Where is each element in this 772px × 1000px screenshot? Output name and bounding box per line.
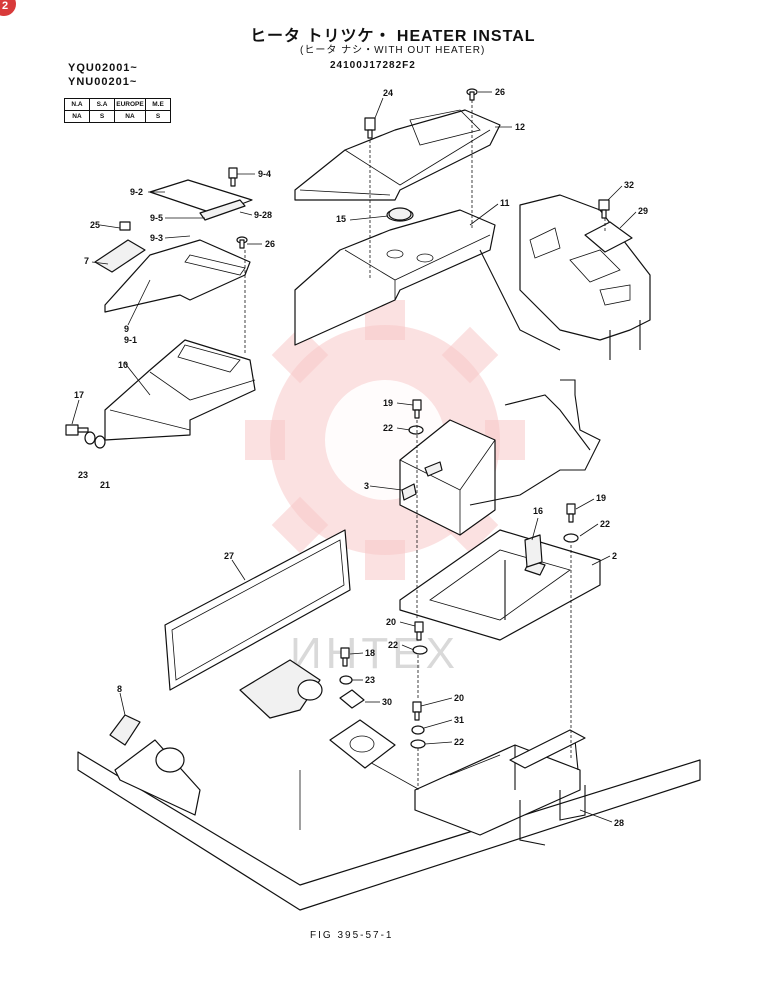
washer-22-bottom-icon bbox=[410, 739, 426, 749]
callout-20-top: 20 bbox=[386, 617, 396, 627]
callout-9: 9 bbox=[124, 324, 129, 334]
bolt-20-bottom-icon bbox=[412, 701, 422, 721]
callout-9-1: 9-1 bbox=[124, 335, 137, 345]
bolt-9-4-icon bbox=[228, 167, 238, 187]
serial-range-2: YNU00201~ bbox=[68, 76, 138, 88]
region-header-me: M.E bbox=[145, 98, 171, 111]
part-2-bracket bbox=[399, 529, 601, 641]
bolt-19-right-icon bbox=[566, 503, 576, 523]
bolt-24-icon bbox=[364, 117, 376, 139]
callout-9-2: 9-2 bbox=[130, 187, 143, 197]
callout-24: 24 bbox=[383, 88, 393, 98]
serial-range-1: YQU02001~ bbox=[68, 62, 138, 74]
washer-22-right-icon bbox=[563, 533, 579, 543]
part-9-duct bbox=[94, 239, 251, 313]
bolt-25-icon bbox=[119, 221, 131, 231]
callout-30: 30 bbox=[382, 697, 392, 707]
callout-26-left: 26 bbox=[265, 239, 275, 249]
heater-duct-pipe bbox=[469, 379, 601, 506]
callout-3: 3 bbox=[364, 481, 369, 491]
callout-7: 7 bbox=[84, 256, 89, 266]
page-subtitle: (ヒータ ナシ・WITH OUT HEATER) bbox=[300, 45, 486, 56]
part-9-2-lid bbox=[149, 179, 253, 221]
callout-9-4: 9-4 bbox=[258, 169, 271, 179]
leader-lines bbox=[71, 91, 637, 823]
part-number: 24100J17282F2 bbox=[330, 60, 416, 71]
washer-23-icon bbox=[84, 431, 96, 445]
callout-2: 2 bbox=[612, 551, 617, 561]
bolt-26-top-icon bbox=[466, 88, 478, 101]
floor-duct bbox=[239, 659, 323, 719]
callout-22-right: 22 bbox=[600, 519, 610, 529]
callout-28: 28 bbox=[614, 818, 624, 828]
callout-9-28: 9-28 bbox=[254, 210, 272, 220]
bolt-18-icon bbox=[340, 647, 350, 667]
callout-23-left: 23 bbox=[78, 470, 88, 480]
callout-25: 25 bbox=[90, 220, 100, 230]
alignment-lines bbox=[244, 100, 606, 790]
region-code-table: N.A S.A EUROPE M.E NA S NA S bbox=[64, 98, 171, 123]
grommet-15-icon bbox=[388, 207, 412, 221]
callout-9-5: 9-5 bbox=[150, 213, 163, 223]
callout-12: 12 bbox=[515, 122, 525, 132]
callout-29: 29 bbox=[638, 206, 648, 216]
callout-23-mid: 23 bbox=[365, 675, 375, 685]
part-28-bracket bbox=[414, 729, 586, 846]
floor-plate bbox=[77, 739, 701, 911]
bolt-17-icon bbox=[65, 424, 89, 436]
component-16-icon bbox=[524, 534, 543, 568]
bolt-26-left-icon bbox=[236, 236, 248, 249]
callout-9-3: 9-3 bbox=[150, 233, 163, 243]
figure-number: FIG 395-57-1 bbox=[310, 930, 394, 941]
bolt-20-top-icon bbox=[414, 621, 424, 641]
callout-20-bottom: 20 bbox=[454, 693, 464, 703]
callout-26-top: 26 bbox=[495, 87, 505, 97]
part-8-vent bbox=[109, 714, 201, 816]
region-value-me: S bbox=[145, 110, 171, 123]
callout-27: 27 bbox=[224, 551, 234, 561]
part-12-duct bbox=[294, 109, 501, 201]
part-3-heater-box bbox=[399, 419, 496, 536]
bolt-32-icon bbox=[598, 199, 610, 219]
callout-15: 15 bbox=[336, 214, 346, 224]
fasteners bbox=[65, 88, 610, 749]
watermark-text: ИНТЕХ bbox=[290, 629, 459, 678]
callout-19-right: 19 bbox=[596, 493, 606, 503]
washer-23-mid-icon bbox=[339, 675, 353, 685]
part-30-plate bbox=[329, 689, 396, 769]
callout-31: 31 bbox=[454, 715, 464, 725]
page-badge: 2 bbox=[0, 0, 16, 16]
washer-31-icon bbox=[411, 725, 425, 735]
callout-8: 8 bbox=[117, 684, 122, 694]
callout-22-mid: 22 bbox=[388, 640, 398, 650]
callout-32: 32 bbox=[624, 180, 634, 190]
washer-22-top-icon bbox=[408, 425, 424, 435]
callout-17: 17 bbox=[74, 390, 84, 400]
callout-19-top: 19 bbox=[383, 398, 393, 408]
right-console bbox=[479, 194, 651, 360]
callout-10: 10 bbox=[118, 360, 128, 370]
page-title: ヒータ トリツケ・ HEATER INSTAL bbox=[250, 28, 536, 45]
callout-22-top: 22 bbox=[383, 423, 393, 433]
part-27-panel bbox=[164, 529, 351, 691]
callout-11: 11 bbox=[500, 198, 510, 208]
callout-22-bottom: 22 bbox=[454, 737, 464, 747]
callout-21: 21 bbox=[100, 480, 110, 490]
callout-16: 16 bbox=[533, 506, 543, 516]
part-10-duct bbox=[104, 339, 256, 441]
callout-18: 18 bbox=[365, 648, 375, 658]
callout-labels: 9-4 9-2 9-5 9-28 9-3 26 25 7 9 9-1 10 17… bbox=[74, 87, 648, 828]
washer-21-icon bbox=[94, 435, 106, 449]
washer-22-mid-icon bbox=[412, 645, 428, 655]
